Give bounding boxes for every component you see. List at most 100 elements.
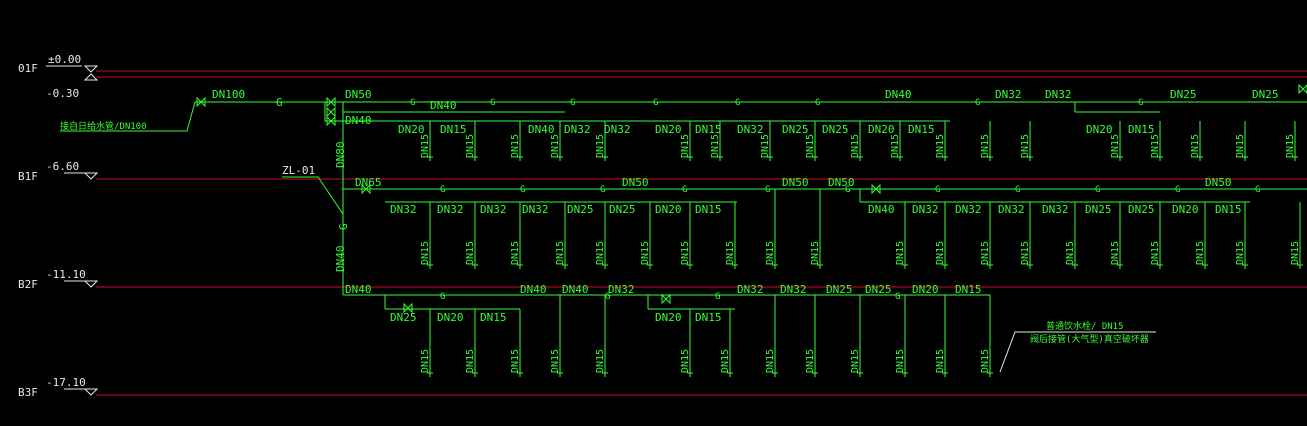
outlet-end-mark: [1117, 264, 1123, 269]
pipe-size-label: DN40: [528, 123, 555, 136]
pipe-size-label: DN40: [885, 88, 912, 101]
outlet-end-mark: [717, 156, 723, 161]
pipe-size-label: DN15: [1215, 203, 1242, 216]
pipe-size-label: DN50: [1205, 176, 1232, 189]
pipe-size-label: DN15: [1285, 134, 1296, 158]
pipe-size-label: DN15: [695, 311, 722, 324]
fitting-mark: G: [570, 98, 575, 108]
pipe-size-label: DN15: [980, 349, 991, 373]
outlet-end-mark: [1202, 264, 1208, 269]
pipe-size-label: DN15: [595, 349, 606, 373]
outlet-end-mark: [517, 264, 523, 269]
pipe-size-label: DN15: [1235, 134, 1246, 158]
riser-connector: [324, 101, 343, 122]
level-01f-name: 01F: [18, 62, 38, 75]
valve-icon: [326, 115, 336, 127]
outlet-end-mark: [517, 156, 523, 161]
pipe-size-label: DN32: [437, 203, 464, 216]
fitting-mark: G: [845, 185, 850, 195]
main-piping: [60, 101, 344, 295]
pipe-size-label: DN15: [510, 134, 521, 158]
note-line-2: 阀后接管(大气型)真空破坏器: [1030, 333, 1149, 345]
pipe-size-label: DN32: [480, 203, 507, 216]
valve-icon: [326, 96, 336, 108]
pipe-size-label: DN40: [430, 99, 457, 112]
pipe-size-label: DN25: [609, 203, 636, 216]
pipe-size-label: DN15: [850, 134, 861, 158]
outlet-end-mark: [772, 372, 778, 377]
pipe-size-label: DN32: [604, 123, 631, 136]
pipe-size-label: DN15: [1065, 241, 1076, 265]
outlet-end-mark: [1292, 156, 1298, 161]
level-0-30-elevation: -0.30: [46, 87, 79, 100]
level-b3f-elevation: -17.10: [46, 376, 86, 389]
fitting-mark: G: [682, 185, 687, 195]
outlet-end-mark: [687, 264, 693, 269]
fitting-mark: G: [735, 98, 740, 108]
pipe-size-label: DN15: [765, 241, 776, 265]
outlet-end-mark: [562, 264, 568, 269]
pipe-size-label: DN50: [622, 176, 649, 189]
main-texts: 接自日给水管/DN100 DN100 G ZL-01 DN80 DN40 G: [60, 88, 350, 272]
pipe-size-label: DN32: [564, 123, 591, 136]
pipe-size-label: DN25: [1128, 203, 1155, 216]
pipe-size-label: DN20: [655, 311, 682, 324]
pipe-size-label: DN15: [595, 241, 606, 265]
pipe-size-label: DN32: [912, 203, 939, 216]
pipe-size-label: DN15: [935, 134, 946, 158]
pipe-size-label: DN15: [710, 134, 721, 158]
pipe-size-label: DN15: [935, 349, 946, 373]
pipe-size-label: DN15: [1110, 241, 1121, 265]
pipe-size-label: DN15: [440, 123, 467, 136]
fitting-mark: G: [410, 98, 415, 108]
pipe-size-label: DN15: [1020, 241, 1031, 265]
pipe-size-label: DN25: [1085, 203, 1112, 216]
pipe-size-label: DN20: [655, 123, 682, 136]
level-b1f-name: B1F: [18, 170, 38, 183]
valve-icon: [871, 183, 881, 195]
riser-dn80-label: DN80: [334, 142, 347, 169]
dn100-label: DN100: [212, 88, 245, 101]
note-line-1: 普通饮水栓/ DN15: [1046, 320, 1124, 332]
pipe-size-label: DN15: [760, 134, 771, 158]
supply-label: 接自日给水管/DN100: [60, 120, 147, 132]
pipe-size-label: DN15: [510, 241, 521, 265]
valve-icon: [361, 183, 371, 195]
outlet-end-mark: [732, 264, 738, 269]
fitting-mark: G: [440, 292, 445, 302]
outlet-end-mark: [427, 264, 433, 269]
pipe-size-label: DN32: [522, 203, 549, 216]
outlet-end-mark: [517, 372, 523, 377]
pipe-size-label: DN15: [1190, 134, 1201, 158]
pipe-size-label: DN20: [1086, 123, 1113, 136]
pipe-size-label: DN15: [420, 134, 431, 158]
fitting-mark: G: [1138, 98, 1143, 108]
pipe-size-label: DN15: [1290, 241, 1301, 265]
pipe-size-label: DN32: [780, 283, 807, 296]
pipe-size-label: DN25: [822, 123, 849, 136]
valve-icon: [326, 106, 336, 118]
outlet-end-mark: [1242, 264, 1248, 269]
pipe-size-label: DN15: [1128, 123, 1155, 136]
outlet-end-mark: [427, 372, 433, 377]
fitting-mark: G: [520, 185, 525, 195]
fitting-mark: G: [605, 292, 610, 302]
outlet-end-mark: [897, 156, 903, 161]
pipe-size-label: DN15: [1150, 134, 1161, 158]
outlet-end-mark: [1027, 264, 1033, 269]
outlet-end-mark: [1027, 156, 1033, 161]
outlet-end-mark: [602, 372, 608, 377]
pipe-size-label: DN32: [608, 283, 635, 296]
pipe-size-label: DN15: [908, 123, 935, 136]
fitting-mark: G: [765, 185, 770, 195]
pipe-size-label: DN40: [562, 283, 589, 296]
pipe-size-label: DN15: [680, 241, 691, 265]
outlet-end-mark: [472, 156, 478, 161]
pipe-size-label: DN20: [1172, 203, 1199, 216]
pipe-size-label: DN15: [955, 283, 982, 296]
pipe-size-label: DN15: [1235, 241, 1246, 265]
pipe-size-label: DN15: [420, 349, 431, 373]
outlet-end-mark: [942, 372, 948, 377]
